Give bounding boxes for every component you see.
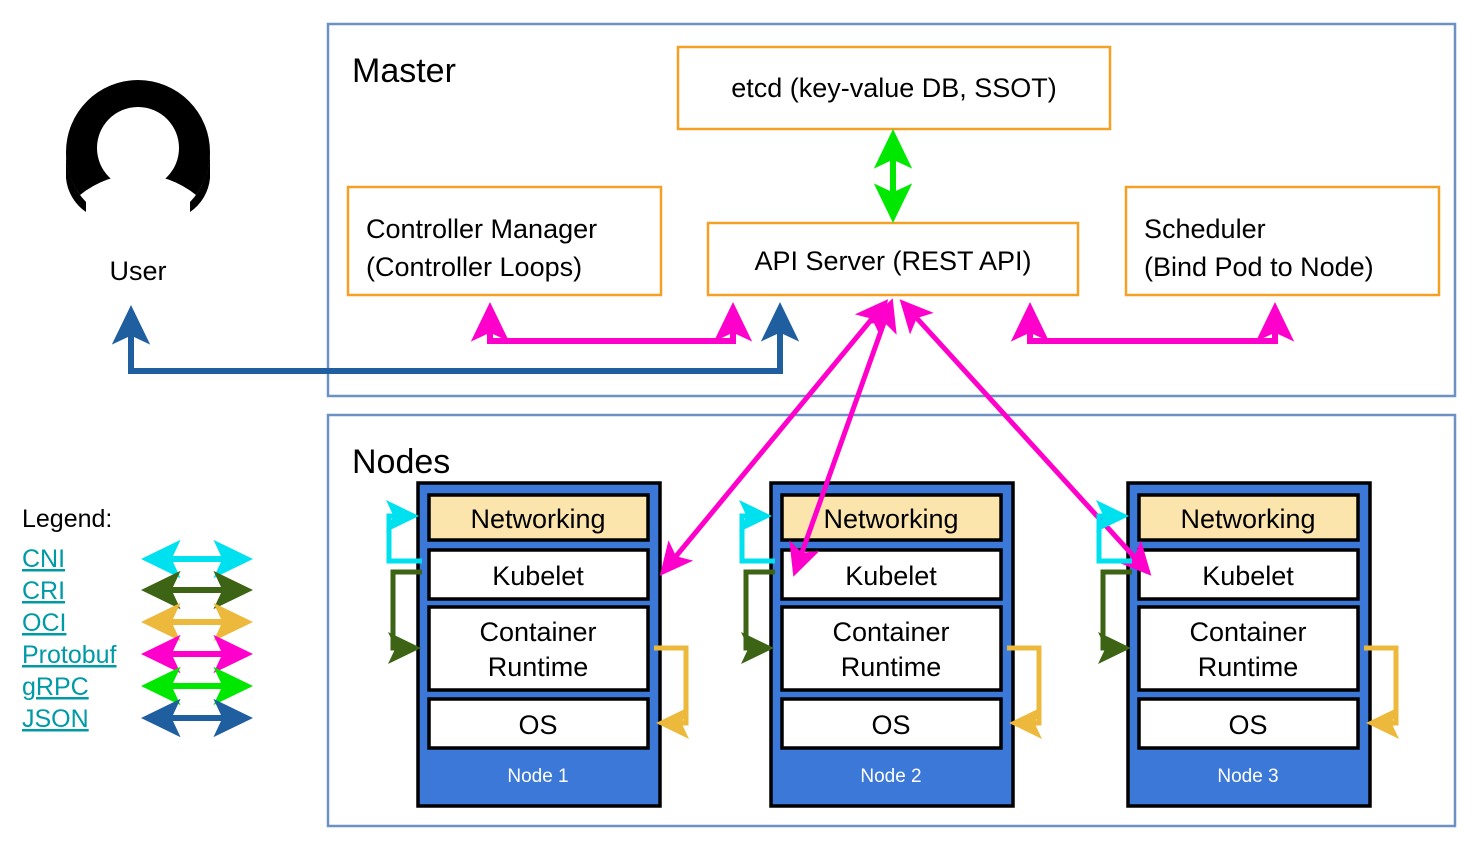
user-actor: User (65, 80, 211, 286)
node-3-kubelet-box[interactable] (1137, 548, 1360, 601)
node-3-networking-box[interactable] (1137, 493, 1360, 542)
node-3-container-runtime-label-line1: Container (1189, 617, 1306, 647)
legend-item-protobuf-label[interactable]: Protobuf (22, 641, 117, 669)
controller-manager-component[interactable]: Controller Manager (Controller Loops) (346, 185, 663, 297)
oci-arrow-node2 (1007, 645, 1042, 739)
nodes-group-label: Nodes (352, 443, 450, 481)
user-avatar-icon (65, 80, 211, 212)
legend: Legend: CNI CRI OCI Protobuf gRPC JSON (22, 505, 254, 738)
legend-item-json-label[interactable]: JSON (22, 705, 89, 733)
legend-title: Legend: (22, 505, 112, 533)
etcd-box[interactable] (676, 45, 1112, 131)
node-2-container-runtime-label-line1: Container (832, 617, 949, 647)
connector-cri-node3 (1098, 569, 1132, 664)
node-1-kubelet-label: Kubelet (492, 561, 584, 591)
cri-arrow-node2 (741, 569, 775, 664)
user-label: User (109, 256, 166, 286)
connector-protobuf-apiserver-node2 (789, 298, 897, 577)
controller-manager-box[interactable] (346, 185, 663, 297)
cni-arrow-node3 (1096, 500, 1132, 564)
node-2-name-label: Node 2 (860, 766, 921, 787)
node-3-container-runtime-label-line2: Runtime (1198, 652, 1299, 682)
node-2-os-label: OS (871, 710, 910, 740)
cri-arrow-node3 (1098, 569, 1132, 664)
connector-oci-node1 (654, 645, 689, 739)
connector-cri-node1 (388, 569, 422, 664)
legend-item-cni-label[interactable]: CNI (22, 545, 65, 573)
etcd-component[interactable]: etcd (key-value DB, SSOT) (676, 45, 1112, 131)
node-3-container-runtime-box[interactable] (1137, 605, 1360, 692)
node-1-container-runtime-label-line2: Runtime (488, 652, 589, 682)
node-1-container-runtime-label-line1: Container (479, 617, 596, 647)
connector-cni-node1 (386, 500, 422, 564)
node-2-networking-label: Networking (823, 504, 958, 534)
scheduler-label-line1: Scheduler (1144, 214, 1266, 244)
cni-arrow-node1 (386, 500, 422, 564)
controller-manager-label-line1: Controller Manager (366, 214, 597, 244)
protobuf-arrow-apiserver-node2 (789, 298, 897, 577)
node-1-kubelet-box[interactable] (427, 548, 650, 601)
controller-manager-label-line2: (Controller Loops) (366, 252, 582, 282)
node-2-os-box[interactable] (780, 697, 1003, 750)
api-server-box[interactable] (706, 221, 1080, 297)
node-1-networking-box[interactable] (427, 493, 650, 542)
api-server-label: API Server (REST API) (754, 246, 1031, 276)
node-2-kubelet-label: Kubelet (845, 561, 937, 591)
node-1-os-label: OS (518, 710, 557, 740)
connector-oci-node2 (1007, 645, 1042, 739)
node-2-container-runtime-box[interactable] (780, 605, 1003, 692)
node-3-kubelet-label: Kubelet (1202, 561, 1294, 591)
node-1-networking-label: Networking (470, 504, 605, 534)
connector-cri-node2 (741, 569, 775, 664)
oci-arrow-node3 (1364, 645, 1399, 739)
node-2-container-runtime-label-line2: Runtime (841, 652, 942, 682)
node-3[interactable]: Networking Kubelet Container Runtime OS … (1126, 481, 1372, 808)
api-server-component[interactable]: API Server (REST API) (706, 221, 1080, 297)
connector-cni-node3 (1096, 500, 1132, 564)
scheduler-box[interactable] (1124, 185, 1441, 297)
node-3-os-label: OS (1228, 710, 1267, 740)
connector-oci-node3 (1364, 645, 1399, 739)
node-1[interactable]: Networking Kubelet Container Runtime OS … (416, 481, 662, 808)
legend-item-cri-label[interactable]: CRI (22, 577, 65, 605)
scheduler-component[interactable]: Scheduler (Bind Pod to Node) (1124, 185, 1441, 297)
etcd-label: etcd (key-value DB, SSOT) (731, 73, 1057, 103)
node-1-name-label: Node 1 (507, 766, 568, 787)
node-3-networking-label: Networking (1180, 504, 1315, 534)
node-1-os-box[interactable] (427, 697, 650, 750)
master-group-label: Master (352, 52, 456, 90)
cri-arrow-node1 (388, 569, 422, 664)
legend-item-oci-label[interactable]: OCI (22, 609, 66, 637)
scheduler-label-line2: (Bind Pod to Node) (1144, 252, 1374, 282)
node-3-name-label: Node 3 (1217, 766, 1278, 787)
node-1-container-runtime-box[interactable] (427, 605, 650, 692)
connector-cni-node2 (739, 500, 775, 564)
cni-arrow-node2 (739, 500, 775, 564)
legend-item-grpc-label[interactable]: gRPC (22, 673, 89, 701)
node-3-os-box[interactable] (1137, 697, 1360, 750)
oci-arrow-node1 (654, 645, 689, 739)
